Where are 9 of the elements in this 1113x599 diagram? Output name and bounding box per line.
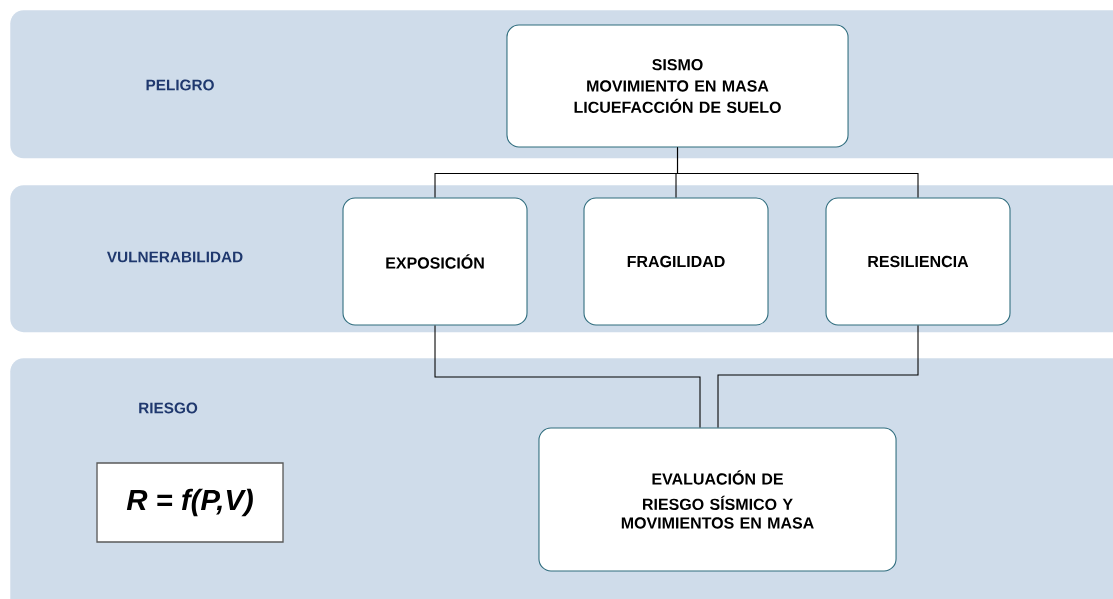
process-box: SISMO MOVIMIENTO EN MASA LICUEFACCIÓN DE SUELO xyxy=(506,24,849,148)
connector-line xyxy=(434,324,701,429)
process-box: EXPOSICIÓN xyxy=(342,197,528,326)
formula-box: R = f(P,V) xyxy=(96,462,284,543)
connector-line xyxy=(717,324,919,429)
process-box: EVALUACIÓN DE RIESGO SÍSMICO Y MOVIMIENTOS EN MASA xyxy=(538,427,897,572)
connector-line xyxy=(676,147,919,199)
process-box: FRAGILIDAD xyxy=(583,197,769,326)
process-box: RESILIENCIA xyxy=(825,197,1011,326)
